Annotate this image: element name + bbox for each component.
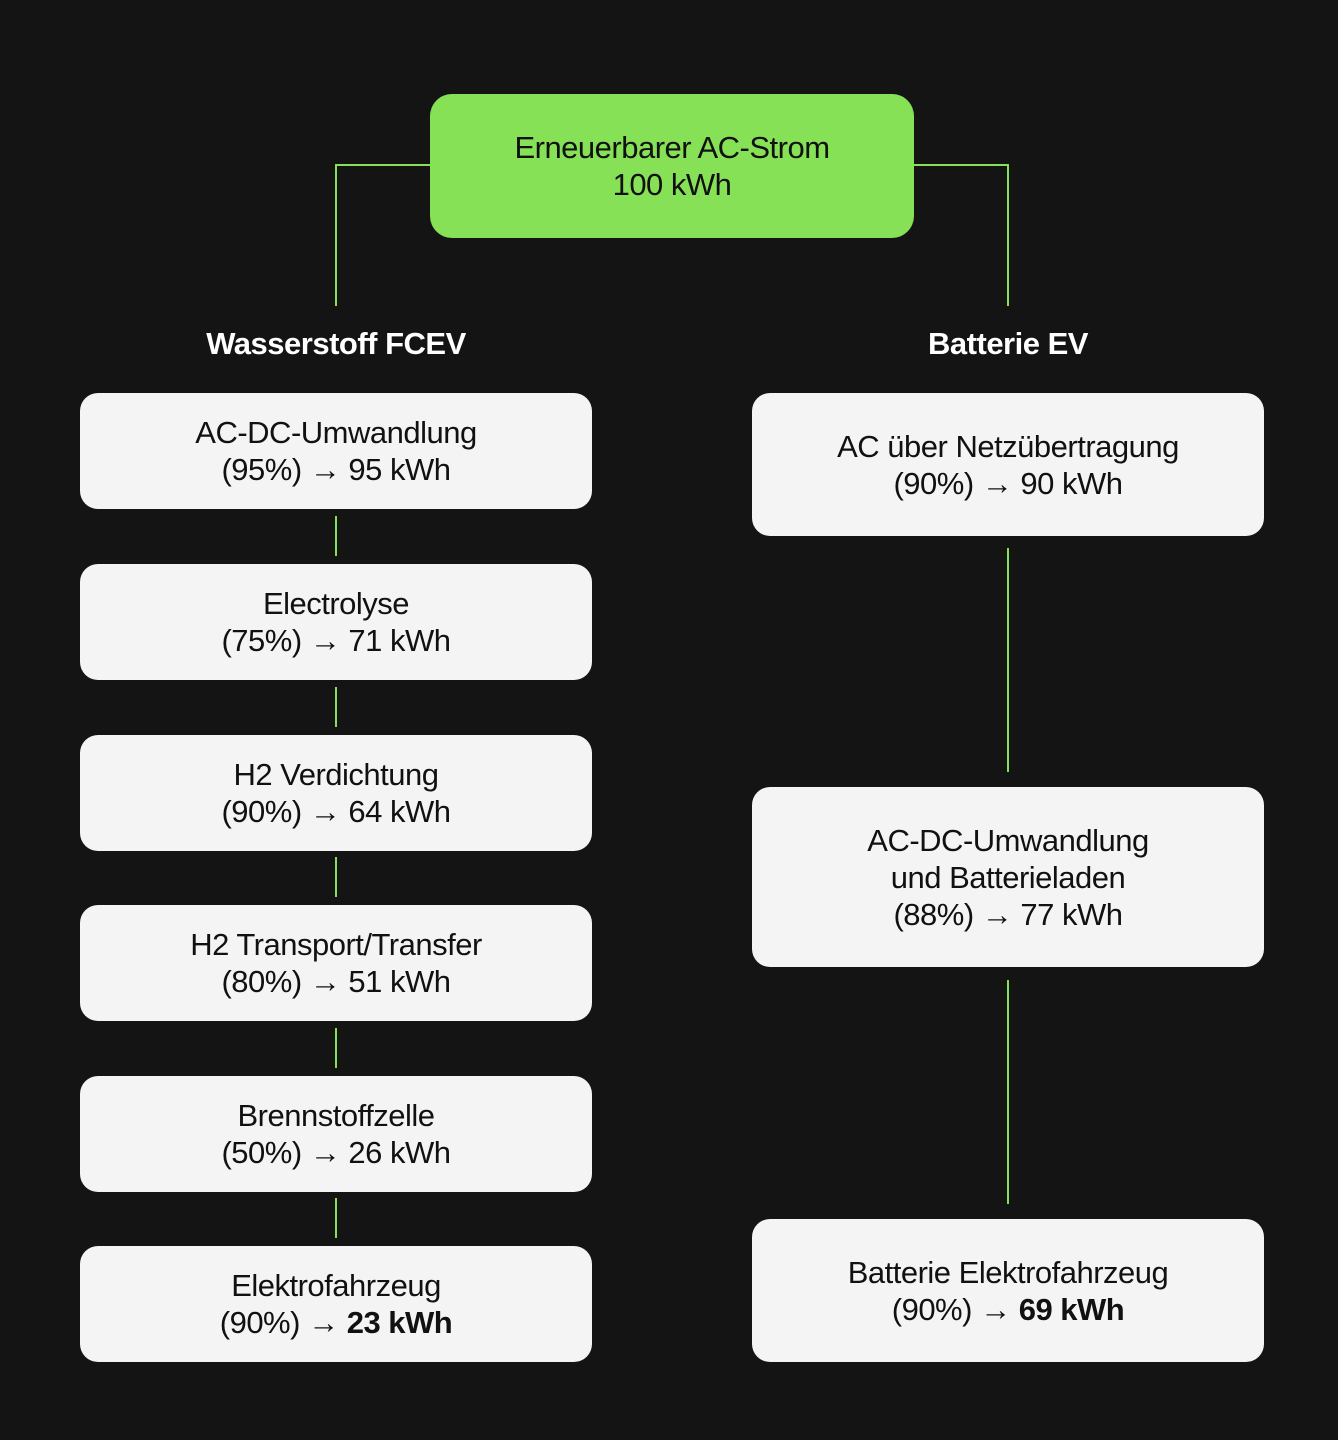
heading-hydrogen-fcev: Wasserstoff FCEV (206, 326, 466, 361)
step-title: AC-DC-Umwandlung (195, 415, 477, 450)
step-battery-electric-vehicle: Batterie Elektrofahrzeug (90%) → 69 kWh (752, 1219, 1264, 1362)
step-title: H2 Transport/Transfer (190, 927, 482, 962)
final-result: 69 kWh (1018, 1291, 1125, 1327)
connector-root-right-v (1007, 164, 1009, 306)
step-efficiency: (90%) → 69 kWh (891, 1291, 1125, 1327)
final-result: 23 kWh (346, 1305, 453, 1340)
connector-root-left-v (335, 164, 337, 306)
step-efficiency: (50%) → 26 kWh (221, 1135, 451, 1170)
step-ac-dc-conversion: AC-DC-Umwandlung (95%) → 95 kWh (80, 393, 592, 509)
connector-left-3 (335, 857, 337, 897)
step-title: H2 Verdichtung (233, 757, 439, 792)
step-efficiency: (95%) → 95 kWh (221, 452, 451, 487)
connector-root-right-h (913, 164, 1009, 166)
root-title: Erneuerbarer AC-Strom (514, 130, 830, 165)
step-h2-compression: H2 Verdichtung (90%) → 64 kWh (80, 735, 592, 851)
connector-right-1 (1007, 548, 1009, 772)
step-efficiency: (90%) → 90 kWh (893, 465, 1123, 501)
connector-left-1 (335, 516, 337, 556)
step-efficiency: (75%) → 71 kWh (221, 623, 451, 658)
step-h2-transport: H2 Transport/Transfer (80%) → 51 kWh (80, 905, 592, 1021)
heading-battery-ev: Batterie EV (928, 326, 1088, 361)
step-efficiency: (80%) → 51 kWh (221, 964, 451, 999)
step-title: AC über Netzübertragung (837, 428, 1179, 464)
connector-root-left-h (335, 164, 431, 166)
step-title: Electrolyse (262, 586, 410, 621)
step-efficiency: (88%) → 77 kWh (893, 896, 1123, 932)
connector-left-4 (335, 1028, 337, 1068)
step-efficiency: (90%) → 23 kWh (219, 1305, 453, 1340)
step-ac-grid-transmission: AC über Netzübertragung (90%) → 90 kWh (752, 393, 1264, 536)
step-title: Batterie Elektrofahrzeug (847, 1254, 1169, 1290)
step-title-line2: und Batterieladen (890, 859, 1126, 895)
connector-left-5 (335, 1198, 337, 1238)
step-title: Brennstoffzelle (237, 1098, 436, 1133)
root-value: 100 kWh (612, 167, 732, 202)
root-node: Erneuerbarer AC-Strom 100 kWh (430, 94, 914, 238)
step-fuel-cell: Brennstoffzelle (50%) → 26 kWh (80, 1076, 592, 1192)
step-efficiency: (90%) → 64 kWh (221, 794, 451, 829)
step-electric-vehicle: Elektrofahrzeug (90%) → 23 kWh (80, 1246, 592, 1362)
connector-right-2 (1007, 980, 1009, 1204)
step-title: Elektrofahrzeug (231, 1268, 441, 1303)
step-ac-dc-battery-charging: AC-DC-Umwandlung und Batterieladen (88%)… (752, 787, 1264, 967)
connector-left-2 (335, 687, 337, 727)
step-electrolysis: Electrolyse (75%) → 71 kWh (80, 564, 592, 680)
step-title: AC-DC-Umwandlung (867, 822, 1149, 858)
